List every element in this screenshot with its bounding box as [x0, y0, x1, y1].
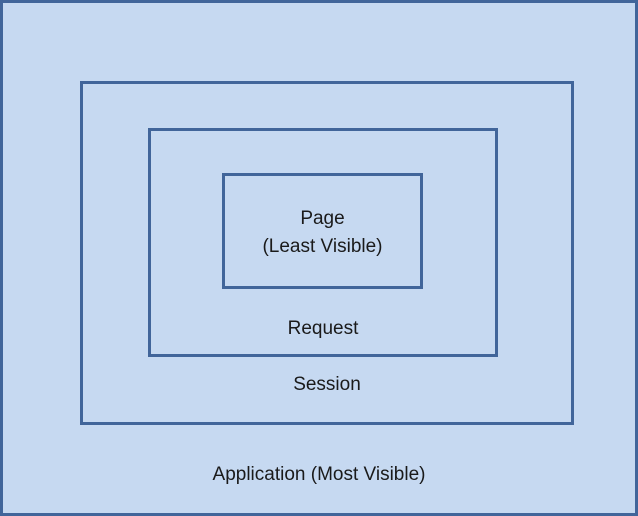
page-label-line2: (Least Visible) [262, 236, 383, 257]
application-label: Application (Most Visible) [212, 464, 426, 485]
request-label: Request [287, 318, 359, 339]
page-scope-box: Page (Least Visible) [222, 173, 423, 289]
session-label: Session [293, 374, 361, 395]
page-label-line1: Page [300, 208, 345, 229]
